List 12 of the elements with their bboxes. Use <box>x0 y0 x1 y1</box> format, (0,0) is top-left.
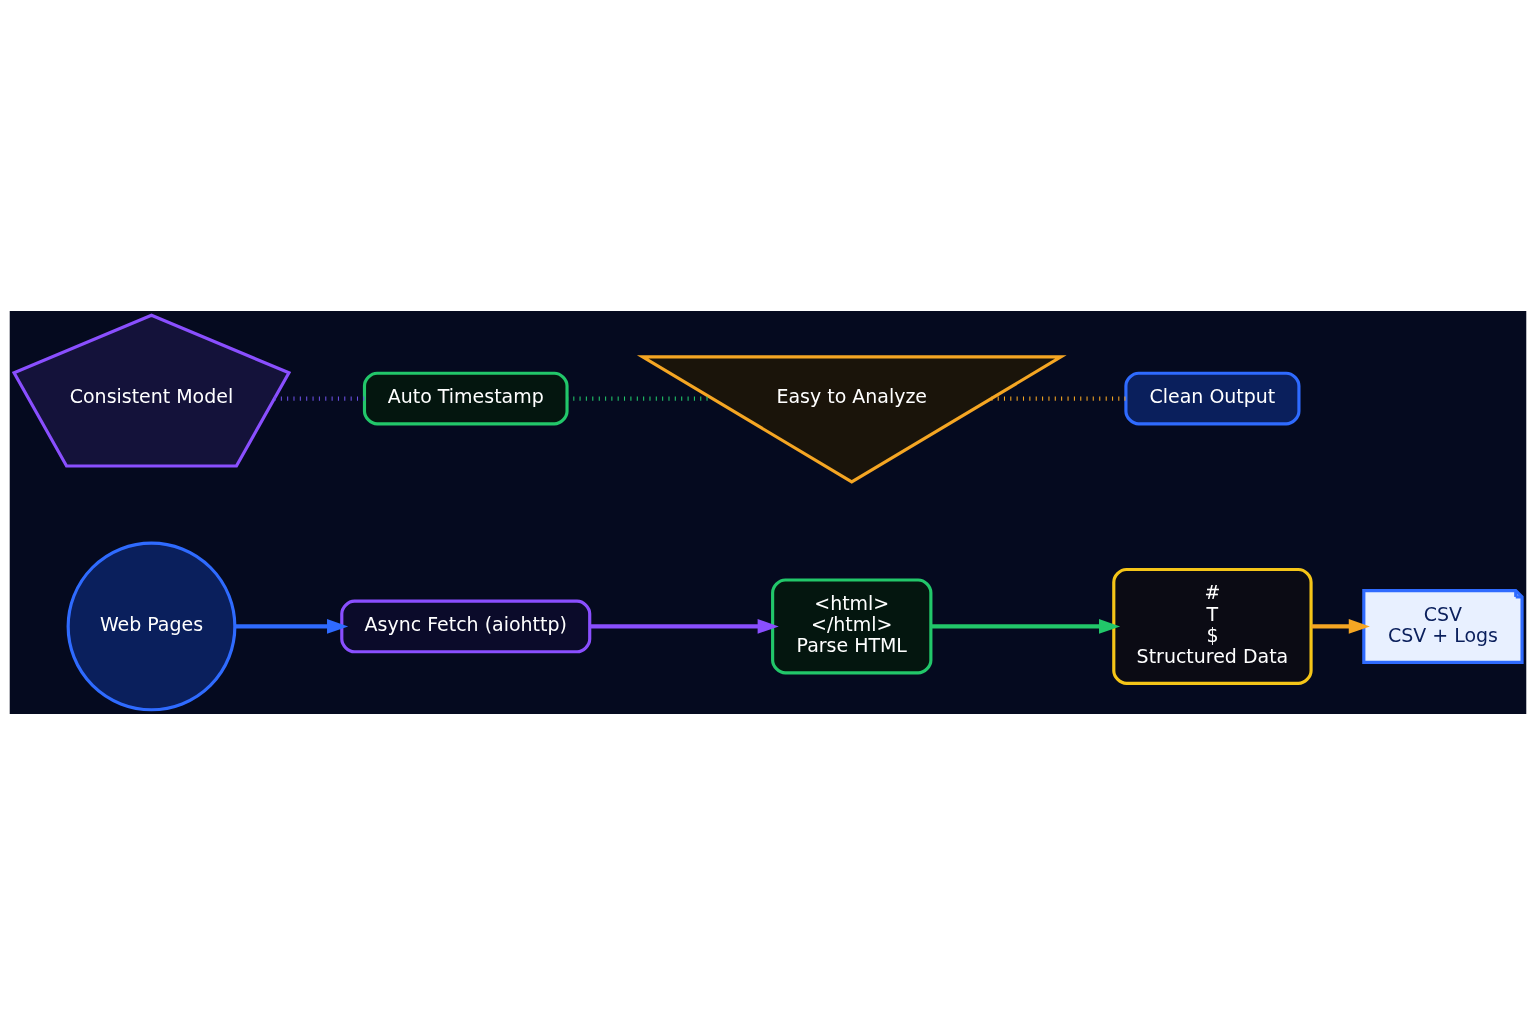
connector <box>991 395 1126 401</box>
node-box: <html> </html> Parse HTML <box>771 577 933 674</box>
connector <box>274 395 365 401</box>
node-box: # T $ Structured Data <box>1112 567 1313 685</box>
arrow <box>235 618 349 634</box>
arrow <box>589 618 779 634</box>
node-box: Auto Timestamp <box>362 371 569 425</box>
node-box: Async Fetch (aiohttp) <box>340 599 592 653</box>
arrow <box>931 618 1121 634</box>
node-box: Clean Output <box>1124 371 1301 425</box>
node-circle: Web Pages <box>66 541 237 711</box>
arrow <box>1311 618 1370 634</box>
